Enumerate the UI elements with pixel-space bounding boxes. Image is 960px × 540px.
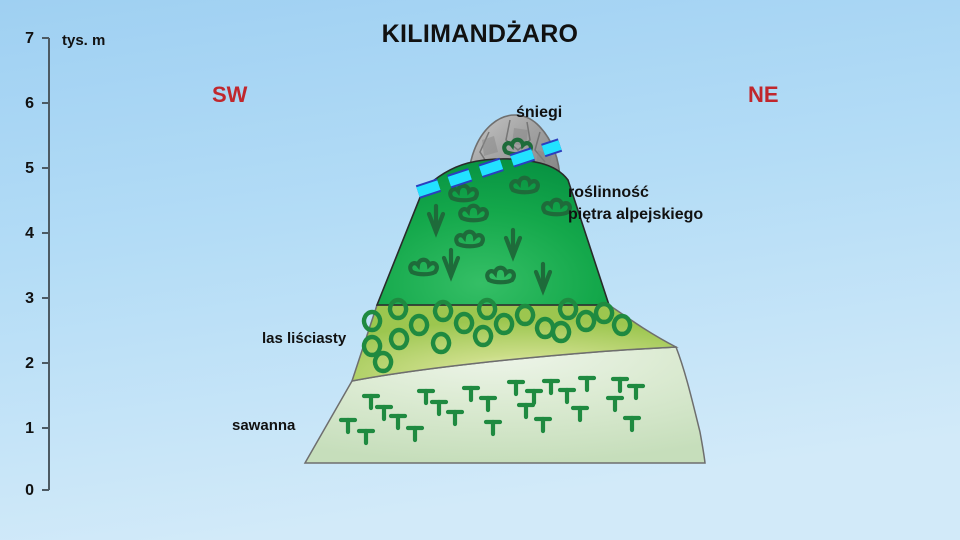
alpine-vegetation-symbols: [408, 137, 572, 296]
orientation-label-ne: NE: [748, 82, 779, 107]
axis-tick-label-6: 6: [25, 95, 34, 112]
axis-tick-label-5: 5: [25, 160, 34, 177]
page-title: KILIMANDŻARO: [381, 20, 579, 48]
label-deciduous-forest: las liściasty: [262, 330, 347, 347]
snowline-dashed: [415, 138, 563, 199]
label-alpine-line1: roślinność: [568, 184, 649, 201]
axis-tick-label-4: 4: [25, 225, 34, 242]
altitude-axis: [42, 37, 50, 491]
axis-tick-label-1: 1: [25, 420, 34, 437]
axis-tick-label-2: 2: [25, 355, 34, 372]
label-alpine-vegetation: roślinność piętra alpejskiego: [568, 182, 703, 225]
deciduous-forest-symbols: [361, 297, 633, 374]
savanna-vegetation-symbols: [338, 375, 646, 446]
axis-tick-label-0: 0: [25, 482, 34, 499]
axis-tick-label-7: 7: [25, 30, 34, 47]
axis-unit-label: tys. m: [62, 32, 106, 49]
label-savanna: sawanna: [232, 417, 296, 434]
orientation-label-sw: SW: [212, 82, 248, 107]
label-alpine-line2: piętra alpejskiego: [568, 205, 704, 223]
axis-tick-label-3: 3: [25, 290, 34, 307]
label-snows: śniegi: [516, 104, 563, 121]
